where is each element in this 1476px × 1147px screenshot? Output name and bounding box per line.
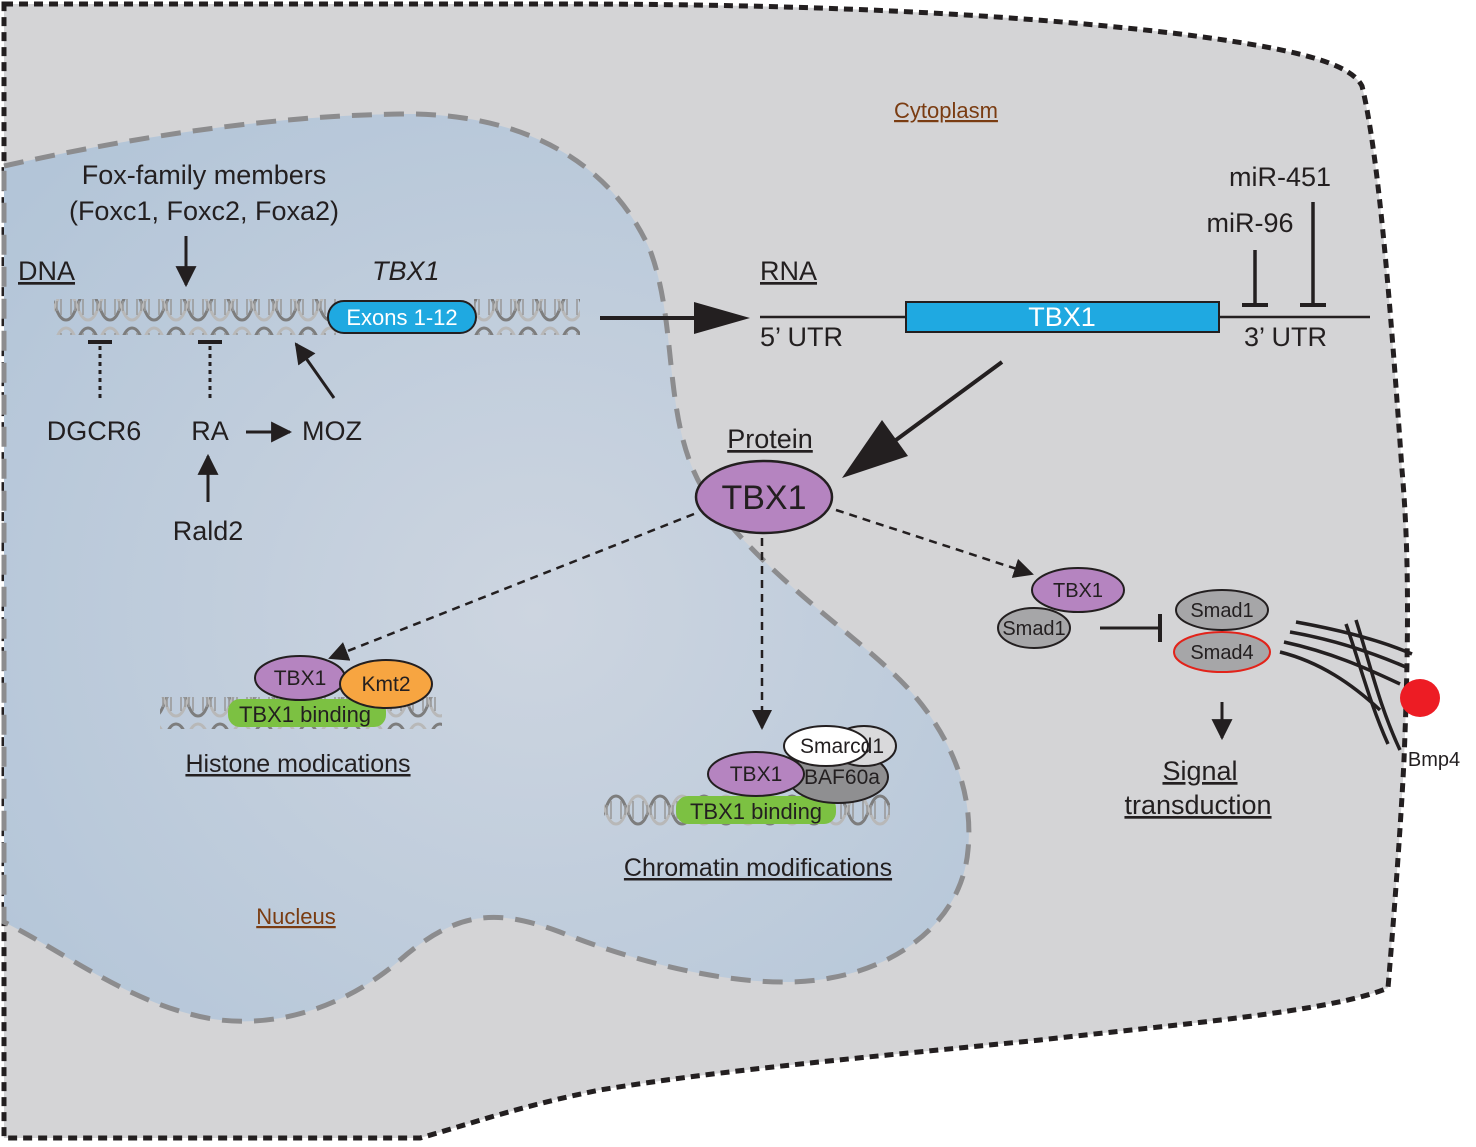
rald2-label: Rald2 (173, 516, 244, 546)
dgcr6-label: DGCR6 (47, 416, 142, 446)
exons-box (327, 300, 477, 334)
smad1-bound (997, 607, 1071, 649)
chromatin-binding-label: TBX1 binding (690, 799, 822, 824)
smad4 (1173, 631, 1271, 673)
histone-caption: Histone modications (185, 750, 410, 778)
utr5-label: 5’ UTR (760, 322, 843, 352)
tbx1-protein-label: TBX1 (721, 479, 806, 517)
exons-label: Exons 1-12 (346, 305, 457, 330)
utr3-label: 3’ UTR (1244, 322, 1327, 352)
transcription-arrowhead (694, 302, 750, 334)
mir451-label: miR-451 (1229, 162, 1331, 192)
signal-caption-line2: transduction (1124, 790, 1271, 820)
kmt2-label: Kmt2 (361, 673, 410, 696)
tbx1-gene-label: TBX1 (372, 256, 440, 286)
bmp4-label: Bmp4 (1408, 749, 1460, 771)
translation-arrow-shaft (894, 360, 1004, 442)
baf60a-label: BAF60a (804, 766, 880, 789)
fox-family-label: Fox-family members (82, 160, 327, 190)
mir96-label: miR-96 (1206, 208, 1293, 238)
moz-activation-arrow (294, 342, 336, 399)
smad1 (1175, 589, 1269, 631)
chromatin-caption: Chromatin modifications (624, 854, 892, 882)
smad-tbx1-label: TBX1 (1053, 580, 1103, 602)
moz-label: MOZ (302, 416, 362, 446)
smarcd1 (783, 725, 869, 767)
signal-caption-line1: Signal (1162, 756, 1237, 786)
fox-members-label: (Foxc1, Foxc2, Foxa2) (69, 196, 339, 226)
smad-tbx1 (1031, 567, 1125, 613)
smad1-label: Smad1 (1190, 600, 1253, 622)
cytoplasm-label: Cytoplasm (894, 98, 998, 123)
dna-helix-left (54, 299, 336, 335)
bmp4-ligand (1400, 679, 1440, 717)
smad4-label: Smad4 (1190, 642, 1253, 664)
kmt2 (339, 659, 433, 709)
dna-label: DNA (18, 256, 75, 286)
chromatin-tbx1 (707, 751, 805, 797)
to-smad-complex-arrow (835, 508, 1034, 578)
to-histone-complex-arrow (328, 512, 695, 661)
smad1-bound-label: Smad1 (1002, 618, 1065, 640)
tbx1-transcript-label: TBX1 (1028, 302, 1096, 332)
tbx1-protein (694, 459, 834, 535)
tbx1-transcript-box (905, 301, 1220, 333)
translation-arrowhead (842, 420, 908, 478)
protein-label: Protein (727, 424, 813, 454)
smarcd1-label: Smarcd1 (800, 735, 884, 758)
ra-label: RA (191, 416, 229, 446)
rna-label: RNA (760, 256, 817, 286)
dna-helix-right (474, 299, 580, 335)
chromatin-tbx1-label: TBX1 (730, 763, 783, 786)
histone-binding-label: TBX1 binding (239, 702, 371, 727)
histone-binding-box (228, 699, 386, 727)
bmp4-receptor (1279, 619, 1413, 751)
histone-tbx1-label: TBX1 (274, 667, 327, 690)
nucleus-label: Nucleus (256, 904, 335, 929)
chromatin-binding-box (676, 796, 836, 824)
